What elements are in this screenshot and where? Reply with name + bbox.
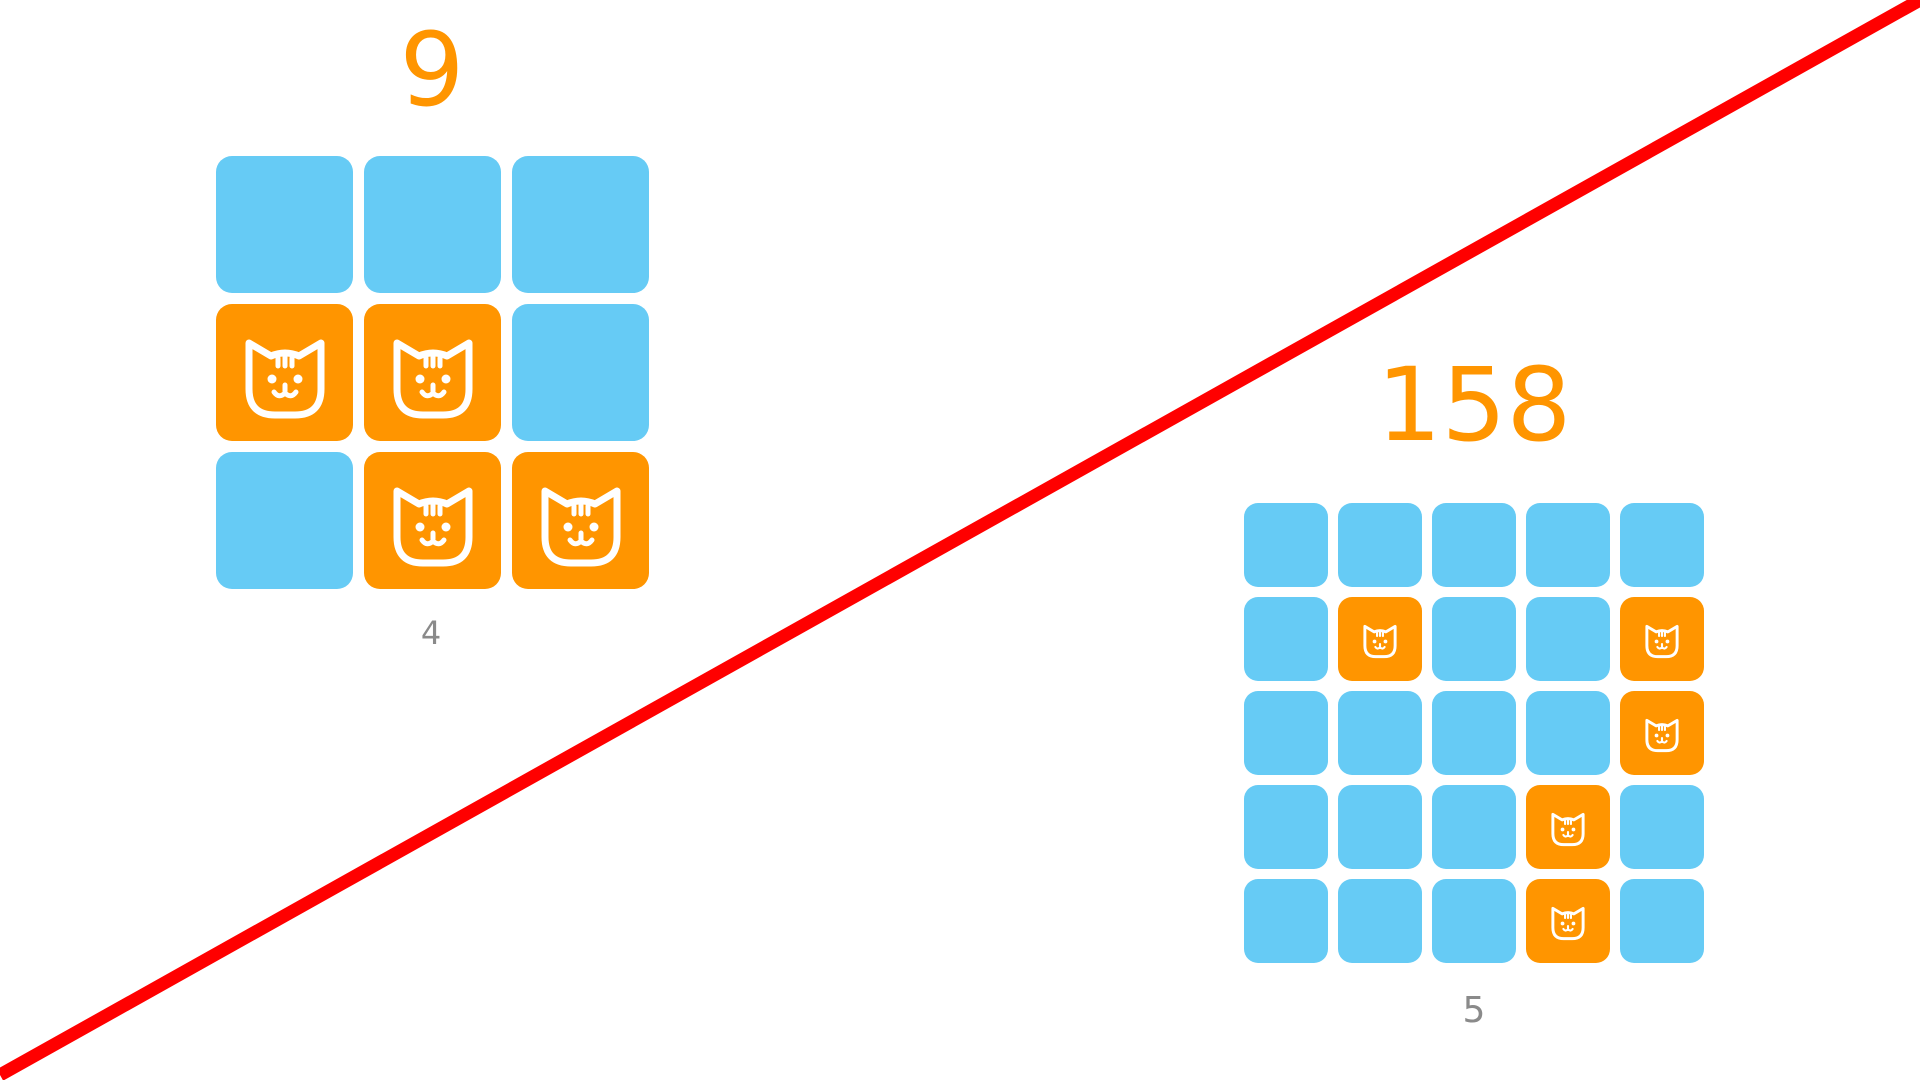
empty-tile[interactable] [364,156,501,293]
cat-face-icon [1551,812,1585,847]
empty-tile[interactable] [1620,879,1704,963]
empty-tile[interactable] [1526,597,1610,681]
score-value: 9 [399,11,465,130]
empty-tile[interactable] [1526,503,1610,587]
cat-face-icon [1363,624,1397,659]
empty-tile[interactable] [1244,879,1328,963]
empty-tile[interactable] [1244,691,1328,775]
empty-tile[interactable] [1432,503,1516,587]
empty-tile[interactable] [216,156,353,293]
cat-face-icon [393,339,472,418]
cat-tile[interactable] [1620,691,1704,775]
empty-tile[interactable] [1338,879,1422,963]
empty-tile[interactable] [1244,785,1328,869]
cat-tile[interactable] [364,452,501,589]
empty-tile[interactable] [1432,785,1516,869]
empty-tile[interactable] [1526,691,1610,775]
empty-tile[interactable] [1432,597,1516,681]
cat-tile[interactable] [364,304,501,441]
empty-tile[interactable] [512,156,649,293]
cat-tile[interactable] [1338,597,1422,681]
cat-count-label: 4 [420,614,442,652]
empty-tile[interactable] [1338,785,1422,869]
empty-tile[interactable] [1244,503,1328,587]
empty-tile[interactable] [216,452,353,589]
cat-tile[interactable] [1526,785,1610,869]
empty-tile[interactable] [1620,785,1704,869]
empty-tile[interactable] [1432,879,1516,963]
cat-tile[interactable] [1526,879,1610,963]
tile-grid-5x5 [1244,503,1704,963]
tile-grid-3x3 [216,156,649,589]
empty-tile[interactable] [1244,597,1328,681]
cat-face-icon [541,487,620,566]
empty-tile[interactable] [1338,503,1422,587]
cat-tile[interactable] [216,304,353,441]
score-value: 158 [1376,346,1572,465]
cat-tile[interactable] [512,452,649,589]
cat-face-icon [1645,624,1679,659]
cat-face-icon [1551,906,1585,941]
cat-face-icon [245,339,324,418]
empty-tile[interactable] [1620,503,1704,587]
empty-tile[interactable] [512,304,649,441]
empty-tile[interactable] [1432,691,1516,775]
cat-face-icon [1645,718,1679,753]
empty-tile[interactable] [1338,691,1422,775]
cat-tile[interactable] [1620,597,1704,681]
cat-count-label: 5 [1462,990,1486,1031]
cat-face-icon [393,487,472,566]
